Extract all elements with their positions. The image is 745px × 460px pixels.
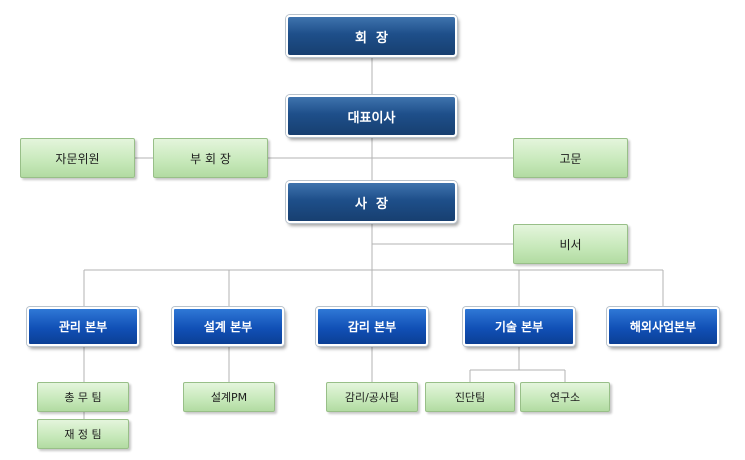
division-overseas: 해외사업본부 [607, 307, 719, 346]
vice-chairman-box: 부 회 장 [153, 138, 268, 178]
team-label: 재 정 팀 [64, 428, 102, 441]
team-design-pm: 설계PM [183, 382, 275, 412]
division-label: 해외사업본부 [629, 320, 697, 334]
advisor-label: 고문 [559, 151, 582, 166]
vice-chairman-label: 부 회 장 [190, 151, 231, 166]
team-label: 감리/공사팀 [344, 391, 400, 404]
team-supervision-construction: 감리/공사팀 [326, 382, 418, 412]
advisory-committee-label: 자문위원 [55, 151, 100, 166]
team-diagnosis: 진단팀 [425, 382, 515, 412]
team-label: 설계PM [210, 391, 248, 404]
team-label: 연구소 [549, 391, 581, 404]
division-label: 관리 본부 [58, 320, 108, 334]
secretary-box: 비서 [513, 224, 628, 264]
advisory-committee-box: 자문위원 [20, 138, 135, 178]
division-technology: 기술 본부 [463, 307, 575, 346]
team-label: 진단팀 [454, 391, 486, 404]
division-label: 감리 본부 [347, 320, 397, 334]
division-supervision: 감리 본부 [316, 307, 428, 346]
division-label: 설계 본부 [203, 320, 253, 334]
chairman-box: 회 장 [286, 15, 457, 57]
team-research: 연구소 [520, 382, 610, 412]
advisor-box: 고문 [513, 138, 628, 178]
division-management: 관리 본부 [27, 307, 139, 346]
ceo-box: 대표이사 [286, 95, 457, 137]
division-design: 설계 본부 [172, 307, 284, 346]
chairman-label: 회 장 [355, 30, 388, 46]
secretary-label: 비서 [559, 237, 582, 252]
division-label: 기술 본부 [494, 320, 544, 334]
ceo-label: 대표이사 [347, 110, 396, 126]
team-finance: 재 정 팀 [37, 419, 129, 449]
team-general-affairs: 총 무 팀 [37, 382, 129, 412]
president-box: 사 장 [286, 181, 457, 223]
team-label: 총 무 팀 [64, 391, 102, 404]
president-label: 사 장 [355, 196, 388, 212]
